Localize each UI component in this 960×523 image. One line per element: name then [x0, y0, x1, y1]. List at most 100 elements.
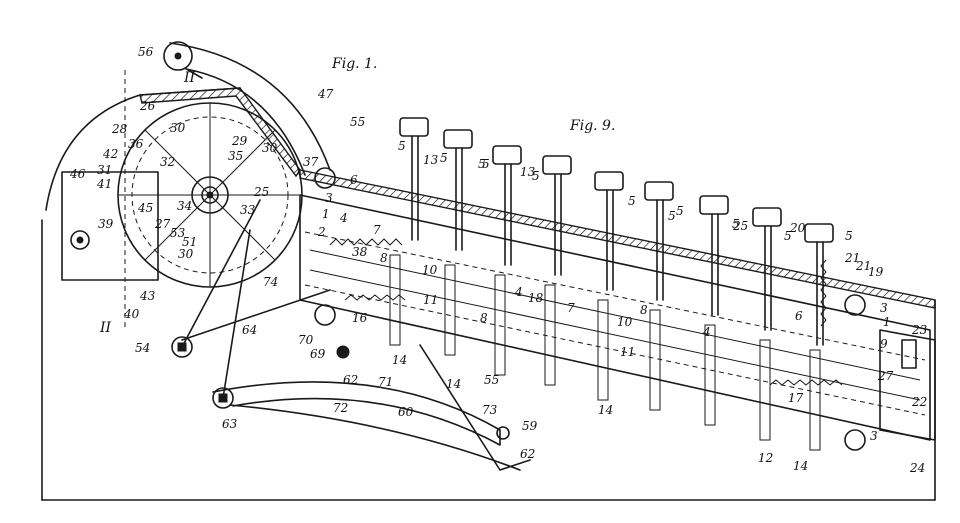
key-5: [594, 171, 624, 291]
ref-numeral: 30: [262, 141, 278, 155]
key-labels: 5 5 5 5 5 5 5 5 5: [398, 139, 853, 243]
ref-numeral: 1: [883, 315, 891, 329]
ref-numeral: 28: [111, 122, 128, 136]
key-1: [399, 117, 429, 241]
ref-numeral: 3: [325, 191, 333, 205]
key-label: 5: [845, 229, 853, 243]
ref-numeral: 45: [137, 201, 153, 215]
ref-numeral: 10: [617, 315, 633, 329]
ref-numeral: 56: [138, 45, 154, 59]
ref-numeral: 54: [135, 341, 150, 355]
fig9-title: Fig. 9.: [569, 118, 615, 134]
ref-numeral: 8: [640, 303, 648, 317]
ref-numeral: 8: [380, 251, 388, 265]
ref-numeral: 20: [789, 221, 806, 235]
ref-numeral: 72: [333, 401, 348, 415]
key-label: 5: [676, 204, 684, 218]
ref-numeral: 39: [98, 217, 114, 231]
ref-numeral: 23: [911, 323, 928, 337]
ref-numeral: 4: [514, 285, 523, 299]
ref-numeral: 14: [446, 377, 461, 391]
ref-numeral: 4: [702, 325, 711, 339]
ref-numeral: 5: [478, 157, 486, 171]
ref-numeral: 38: [352, 245, 368, 259]
key-7: [699, 195, 729, 316]
ref-numeral: 6: [350, 173, 358, 187]
key-3: [492, 145, 522, 266]
ref-numeral: 51: [182, 235, 197, 249]
ref-numeral: 71: [378, 375, 393, 389]
ref-numeral: 41: [96, 177, 112, 191]
ref-numeral: 47: [317, 87, 334, 101]
ref-numeral: 13: [423, 153, 439, 167]
ref-numeral: 37: [303, 155, 319, 169]
ref-numeral: 36: [128, 137, 144, 151]
carriage-frame: [299, 167, 931, 451]
key-8: [752, 207, 782, 331]
ref-numeral: 6: [795, 309, 803, 323]
key-label: 5: [440, 151, 448, 165]
ref-numeral: 31: [97, 163, 112, 177]
ref-numeral: 69: [310, 347, 326, 361]
springs: [329, 238, 843, 386]
ref-numeral: 21: [844, 251, 860, 265]
ref-numeral: 19: [868, 265, 884, 279]
key-label: 5: [784, 229, 792, 243]
ref-numeral: 3: [880, 301, 888, 315]
right-end-plate: [879, 329, 936, 441]
ref-numeral: 27: [154, 217, 171, 231]
ref-numeral: 62: [343, 373, 358, 387]
ref-numeral: 4: [339, 211, 348, 225]
key-label: 5: [628, 194, 636, 208]
key-4: [542, 155, 572, 276]
ref-numeral: 29: [231, 134, 248, 148]
ref-numeral: 7: [373, 223, 381, 237]
ref-numeral: 70: [298, 333, 314, 347]
ref-numeral: 55: [484, 373, 499, 387]
key-label: 5: [732, 217, 740, 231]
ref-numeral: 18: [528, 291, 544, 305]
key-label: 5: [398, 139, 406, 153]
rack-bars: [389, 254, 821, 451]
ref-numeral: 13: [520, 165, 536, 179]
swing-arm: [163, 41, 331, 176]
ref-numeral: 5: [668, 209, 676, 223]
ref-numeral: 9: [880, 337, 888, 351]
ref-numeral: 55: [350, 115, 365, 129]
ref-numeral: 25: [732, 219, 748, 233]
ref-numeral: 60: [398, 405, 414, 419]
ref-numeral: 74: [263, 275, 278, 289]
ref-numeral: 46: [69, 167, 86, 181]
ref-numeral: 25: [253, 185, 269, 199]
ref-numeral: 53: [170, 226, 186, 240]
ref-numeral: 10: [422, 263, 438, 277]
ref-numeral: 17: [788, 391, 804, 405]
key-row: [399, 117, 834, 346]
ref-numeral: 11: [423, 293, 438, 307]
key-6: [644, 181, 674, 301]
ref-numeral: 14: [598, 403, 613, 417]
ref-numeral: 42: [102, 147, 118, 161]
ref-numeral: 21: [855, 259, 871, 273]
main-wheel: [117, 102, 303, 288]
ref-numeral: 1: [322, 207, 330, 221]
section-mark-top: II: [183, 70, 196, 86]
left-side-plate: [61, 171, 159, 281]
ref-numeral: 14: [392, 353, 407, 367]
ref-numeral: 33: [240, 203, 256, 217]
ref-numeral: 2: [317, 225, 326, 239]
section-mark-bottom: II: [99, 320, 112, 336]
ref-numeral: 30: [178, 247, 194, 261]
lower-linkage: [171, 199, 531, 471]
ref-numeral: 24: [909, 461, 925, 475]
reference-numerals: 56 47 55 26 28 30 29 36 42 31 32 35 30 4…: [69, 45, 928, 475]
ref-numeral: 8: [480, 311, 488, 325]
housing-cover: [45, 87, 936, 309]
ref-numeral: 22: [911, 395, 927, 409]
key-label: 5: [532, 169, 540, 183]
ref-numeral: 59: [522, 419, 538, 433]
section-line: [124, 69, 203, 330]
ref-numeral: 34: [177, 199, 192, 213]
ref-numeral: 7: [567, 301, 575, 315]
